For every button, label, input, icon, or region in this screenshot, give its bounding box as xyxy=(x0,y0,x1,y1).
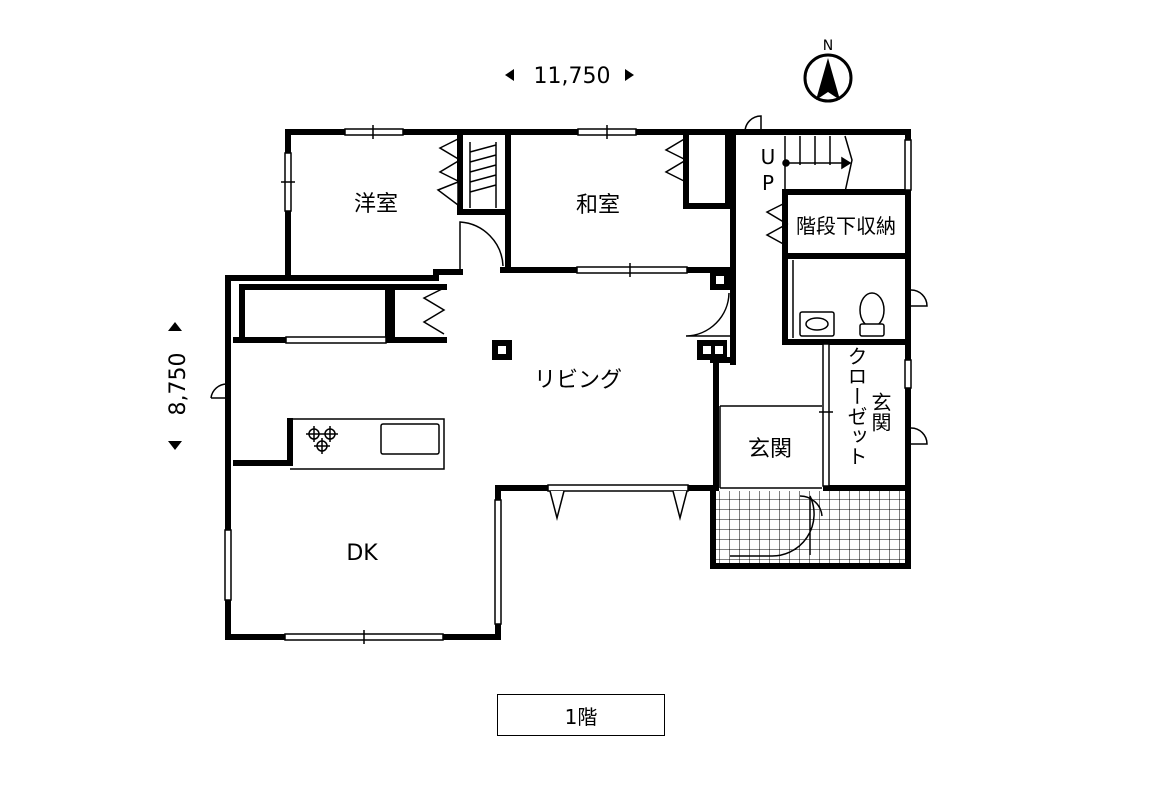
windows xyxy=(224,125,912,644)
window-stair-right xyxy=(904,139,912,191)
partition-lines xyxy=(290,260,822,489)
window-western-top xyxy=(344,128,404,136)
room-label-under-stairs: 階段下収納 xyxy=(796,214,896,238)
room-label-entrance-closet-a: 玄関 xyxy=(868,392,892,432)
floor-label-text: 1階 xyxy=(564,704,598,729)
stair-start-dot xyxy=(782,159,790,167)
window-entrance-side xyxy=(822,343,830,487)
arrow-left-icon xyxy=(505,69,514,81)
arrow-right-icon xyxy=(625,69,634,81)
compass-north-label: N xyxy=(823,38,833,54)
room-label-dk: DK xyxy=(346,541,378,566)
doors xyxy=(210,115,928,557)
stair-up-letter-p: P xyxy=(762,171,774,195)
room-label-entrance: 玄関 xyxy=(748,437,792,462)
depth-dimension: 8,750 xyxy=(166,322,191,450)
room-label-entrance-closet-b: クローゼット xyxy=(844,346,868,466)
closet-doors xyxy=(422,137,789,335)
door-living-swing xyxy=(685,292,731,337)
door-entrance-inner xyxy=(799,495,823,517)
stair-arrow-icon xyxy=(841,156,852,170)
toilet-bowl-icon xyxy=(859,292,885,328)
arrow-up-icon xyxy=(168,322,182,331)
compass-needle-icon xyxy=(816,58,840,100)
toilet xyxy=(799,292,885,337)
door-stair-top xyxy=(744,115,762,133)
stove-burners-icon xyxy=(306,426,338,454)
window-triangles xyxy=(549,490,688,521)
room-label-western: 洋室 xyxy=(354,192,398,217)
door-toilet-exterior xyxy=(910,289,928,307)
depth-dimension-label: 8,750 xyxy=(166,353,191,416)
door-left-exterior xyxy=(210,383,228,399)
door-closet-exterior xyxy=(910,427,928,445)
room-label-living: リビング xyxy=(534,368,622,393)
stair-up-letter-u: U xyxy=(761,145,776,169)
floor-label: 1階 xyxy=(497,694,665,736)
pillar-living-right xyxy=(697,340,727,360)
arrow-down-icon xyxy=(168,441,182,450)
width-dimension-label: 11,750 xyxy=(534,64,611,89)
kitchen-sink-icon xyxy=(380,423,440,455)
stairs xyxy=(782,135,853,193)
kitchen xyxy=(306,423,440,455)
window-living-bottom xyxy=(547,484,689,492)
window-storage xyxy=(285,336,387,344)
window-dk-right xyxy=(494,499,502,625)
window-closet-right xyxy=(904,359,912,389)
window-japanese-bottom xyxy=(576,266,688,274)
closet-hanger-rail xyxy=(469,142,497,208)
pillars xyxy=(492,270,730,360)
door-entrance-swing xyxy=(730,495,815,557)
width-dimension: 11,750 xyxy=(505,64,634,89)
room-label-japanese: 和室 xyxy=(576,193,620,218)
window-dk-left xyxy=(224,529,232,601)
door-western-swing xyxy=(459,221,504,270)
compass: N xyxy=(803,38,853,103)
